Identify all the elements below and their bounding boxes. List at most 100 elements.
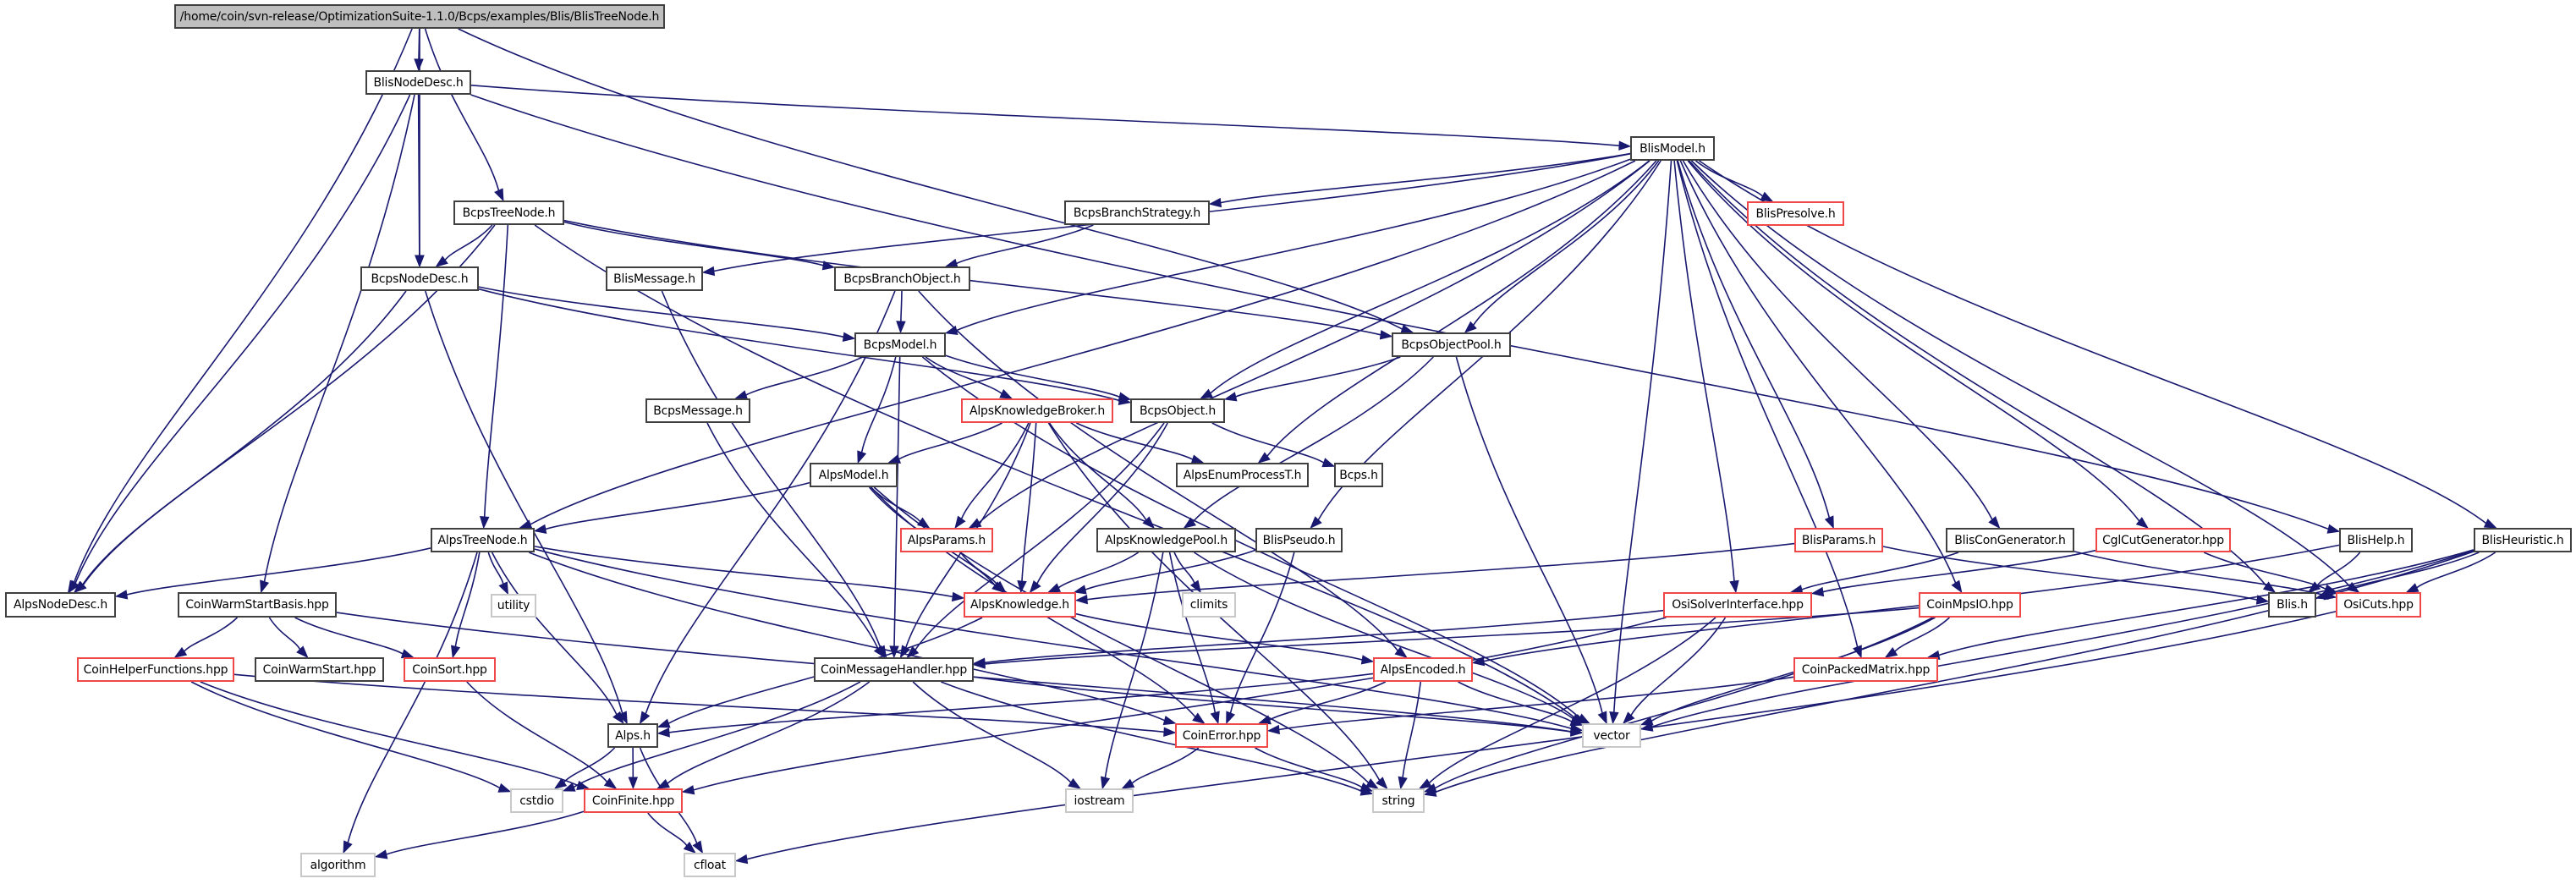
edge-bcpsobject-to-bcps [1211,422,1325,464]
edge-coinmpsio-to-coinmessagehandler [984,607,1920,665]
edge-blishelp-to-alpsencoded [1483,544,2340,662]
arrowhead-icon [1310,516,1322,530]
edge-coinhelperfunctions-to-coinerror [233,673,1165,733]
edge-alpsknowledgebroker-to-alpsparams [960,422,1030,519]
node-alpsknowledgepool-h[interactable]: AlpsKnowledgePool.h [1096,528,1236,552]
arrowhead-icon [553,777,568,789]
edge-alps-to-cstdio [563,747,616,783]
node-alpsencoded-h[interactable]: AlpsEncoded.h [1373,657,1473,682]
arrowhead-icon [114,590,129,600]
node-blis-h[interactable]: Blis.h [2268,592,2316,618]
arrowhead-icon [1118,392,1132,402]
edge-blismodel-to-osicuts [1690,160,2350,587]
node-alpsenumprocesst-h[interactable]: AlpsEnumProcessT.h [1176,463,1309,487]
arrowhead-icon [656,728,670,738]
node-coinsort-hpp[interactable]: CoinSort.hpp [404,657,496,682]
arrowhead-icon [1951,579,1963,594]
arrowhead-icon [1163,727,1177,737]
node-blismessage-h[interactable]: BlisMessage.h [606,266,703,291]
node-alpstreenode-h[interactable]: AlpsTreeNode.h [431,528,535,552]
node-alpsmodel-h[interactable]: AlpsModel.h [810,463,898,487]
arrowhead-icon [1570,727,1584,737]
edge-osisolverinterface-to-coinfinite [693,617,1667,791]
node-bcpstreenode-h[interactable]: BcpsTreeNode.h [453,200,564,225]
arrowhead-icon [1047,583,1062,593]
edge-alpsmodel-to-alpstreenode [545,481,810,530]
edge-coinwarmstartbasis-to-coinhelperfunctions [184,617,239,652]
node-bcpsmodel-h[interactable]: BcpsModel.h [854,332,946,357]
node-alpsknowledge-h[interactable]: AlpsKnowledge.h [964,592,1076,618]
arrowhead-icon [1074,594,1088,605]
edge-alpsknowledgepool-to-vector [1194,552,1574,720]
edge-blismodel-to-coinmpsio [1679,160,1957,584]
arrowhead-icon [497,782,512,793]
node-blisparams-h[interactable]: BlisParams.h [1794,528,1883,552]
node-blispseudo-h[interactable]: BlisPseudo.h [1255,528,1343,552]
edge-cglcutgenerator-to-osisolverinterface [1822,549,2096,593]
node-bcpsbranchstrategy-h[interactable]: BcpsBranchStrategy.h [1064,200,1210,225]
node-alpsknowledgebroker-h[interactable]: AlpsKnowledgeBroker.h [961,398,1113,423]
edge-coinhelperfunctions-to-cstdio [190,681,501,789]
node-bcpsobject-h[interactable]: BcpsObject.h [1130,398,1225,423]
edge-alpsencoded-to-string [1402,681,1422,778]
node-coinwarmstart-hpp[interactable]: CoinWarmStart.hpp [255,657,384,682]
node-blishelp-h[interactable]: BlisHelp.h [2339,528,2413,552]
edge-coinmessagehandler-to-iostream [912,681,1072,783]
node-blisheuristic-h[interactable]: BlisHeuristic.h [2474,528,2572,552]
edge-bcpsbranchobject-to-bcpsmodel [900,290,903,322]
edge-alpsknowledge-to-alpsencoded [1075,612,1363,661]
node-bcpsnodedesc-h[interactable]: BcpsNodeDesc.h [360,266,479,291]
node-blisnodedesc-h[interactable]: BlisNodeDesc.h [365,70,471,95]
node-osisolverinterface-hpp[interactable]: OsiSolverInterface.hpp [1663,592,1812,618]
node-alps-h[interactable]: Alps.h [607,723,658,748]
node-bliscongenerator-h[interactable]: BlisConGenerator.h [1946,528,2074,552]
edge-blisnodedesc-to-blismodel [470,85,1620,146]
edge-bcpstreenode-to-bcpsnodedesc [444,224,493,261]
node-blispresolve-h[interactable]: BlisPresolve.h [1747,201,1844,226]
node-bcps-h[interactable]: Bcps.h [1334,463,1383,487]
node-coinhelperfunctions-hpp[interactable]: CoinHelperFunctions.hpp [77,657,234,682]
arrowhead-icon [1623,711,1635,725]
node-alpsparams-h[interactable]: AlpsParams.h [900,528,993,552]
arrowhead-icon [1398,776,1408,790]
edge-coinmessagehandler-to-vector [973,676,1572,733]
edge-coinwarmstartbasis-to-coinwarmstart [268,617,301,651]
node-coinpackedmatrix-hpp[interactable]: CoinPackedMatrix.hpp [1793,657,1938,682]
arrowhead-icon [1609,711,1619,725]
arrowhead-icon [993,580,1007,593]
arrowhead-icon [999,389,1013,399]
arrowhead-icon [1208,197,1222,208]
node-alpsnodedesc-h[interactable]: AlpsNodeDesc.h [5,592,116,618]
arrowhead-icon [1423,783,1437,793]
arrowhead-icon [1073,585,1087,595]
arrowhead-icon [628,777,639,790]
edge-bliscongenerator-to-osicuts [2073,551,2326,596]
node-coinmpsio-hpp[interactable]: CoinMpsIO.hpp [1919,592,2021,618]
arrowhead-icon [842,332,856,342]
node-bcpsbranchobject-h[interactable]: BcpsBranchObject.h [834,266,970,291]
node-coinerror-hpp[interactable]: CoinError.hpp [1175,723,1268,748]
arrowhead-icon [498,581,508,596]
arrowhead-icon [1266,724,1280,735]
node-coinwarmstartbasis-hpp[interactable]: CoinWarmStartBasis.hpp [178,592,337,618]
node-coinmessagehandler-hpp[interactable]: CoinMessageHandler.hpp [814,657,974,682]
node-climits: climits [1182,592,1236,618]
arrowhead-icon [1618,140,1632,151]
node-osicuts-hpp[interactable]: OsiCuts.hpp [2336,592,2421,618]
arrowhead-icon [2483,519,2497,529]
node-cglcutgenerator-hpp[interactable]: CglCutGenerator.hpp [2095,528,2231,552]
arrowhead-icon [451,645,461,659]
edge-blisheuristic-to-osicuts [2416,552,2496,589]
arrowhead-icon [1162,715,1177,726]
node-bcpsobjectpool-h[interactable]: BcpsObjectPool.h [1392,332,1511,357]
edge-bcpsobjectpool-to-vector [1455,356,1603,714]
arrowhead-icon [343,840,353,854]
arrowhead-icon [1760,191,1774,202]
arrowhead-icon [1376,777,1388,790]
arrowhead-icon [1226,711,1236,725]
node-bcpsmessage-h[interactable]: BcpsMessage.h [645,398,750,423]
node-coinfinite-hpp[interactable]: CoinFinite.hpp [584,788,683,813]
arrowhead-icon [603,777,618,789]
edge-bcpsnodedesc-to-bcpsobject [478,288,1120,402]
node-blismodel-h[interactable]: BlisModel.h [1630,136,1715,161]
